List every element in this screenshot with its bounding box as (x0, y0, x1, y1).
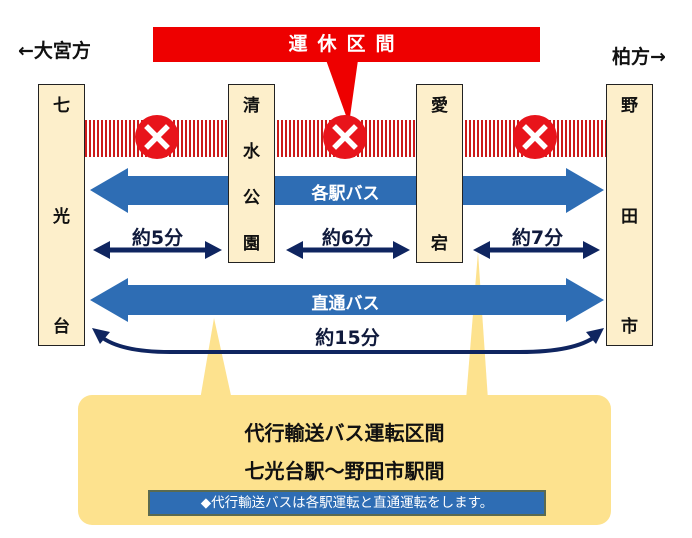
local-bus-label: 各駅バス (311, 184, 380, 204)
banner-pointer (326, 60, 358, 124)
travel-time-total: 約15分 (315, 327, 380, 349)
total-time-arrow (98, 334, 598, 354)
station-nodashi: 野 田 市 (606, 84, 653, 346)
station-char: 愛 (431, 96, 448, 116)
callout-pointer-left (200, 318, 232, 400)
station-char: 清 (243, 96, 260, 116)
station-shimizukoen: 清 水 公 園 (228, 84, 275, 263)
station-char: 光 (53, 206, 70, 227)
station-char: 公 (243, 188, 260, 208)
suspended-section-banner: 運休区間 (153, 27, 540, 62)
station-char: 水 (243, 142, 260, 162)
station-char: 市 (621, 317, 638, 337)
cross-circle-icon (135, 115, 179, 159)
express-bus-label: 直通バス (311, 294, 380, 314)
cross-circle-icon (323, 115, 367, 159)
station-char: 園 (243, 234, 260, 254)
direction-left-label: ←大宮方 (18, 40, 91, 62)
express-bus-arrow (90, 278, 604, 322)
station-char: 七 (53, 96, 70, 116)
segment-arrow-1 (93, 241, 222, 259)
callout-pointer-right (466, 252, 488, 400)
segment-arrows (93, 241, 600, 259)
travel-time-seg2: 約6分 (321, 227, 374, 249)
station-char: 宕 (431, 234, 448, 254)
travel-time-seg1: 約5分 (131, 227, 184, 249)
travel-time-seg3: 約7分 (511, 227, 564, 249)
station-char: 田 (621, 206, 638, 227)
callout-title: 代行輸送バス運転区間 (244, 421, 445, 445)
station-char: 野 (621, 96, 638, 116)
station-atago: 愛 宕 (416, 84, 463, 263)
segment-arrow-3 (473, 241, 600, 259)
cross-circle-icon (513, 115, 557, 159)
direction-right-label: 柏方→ (612, 46, 666, 68)
segment-arrow-2 (286, 241, 410, 259)
callout-note: ◆代行輸送バスは各駅運転と直通運転をします。 (148, 490, 546, 516)
callout-subtitle: 七光台駅～野田市駅間 (244, 459, 445, 483)
station-char: 台 (53, 317, 70, 337)
local-bus-arrow (90, 168, 604, 213)
station-nanakodai: 七 光 台 (38, 84, 85, 346)
